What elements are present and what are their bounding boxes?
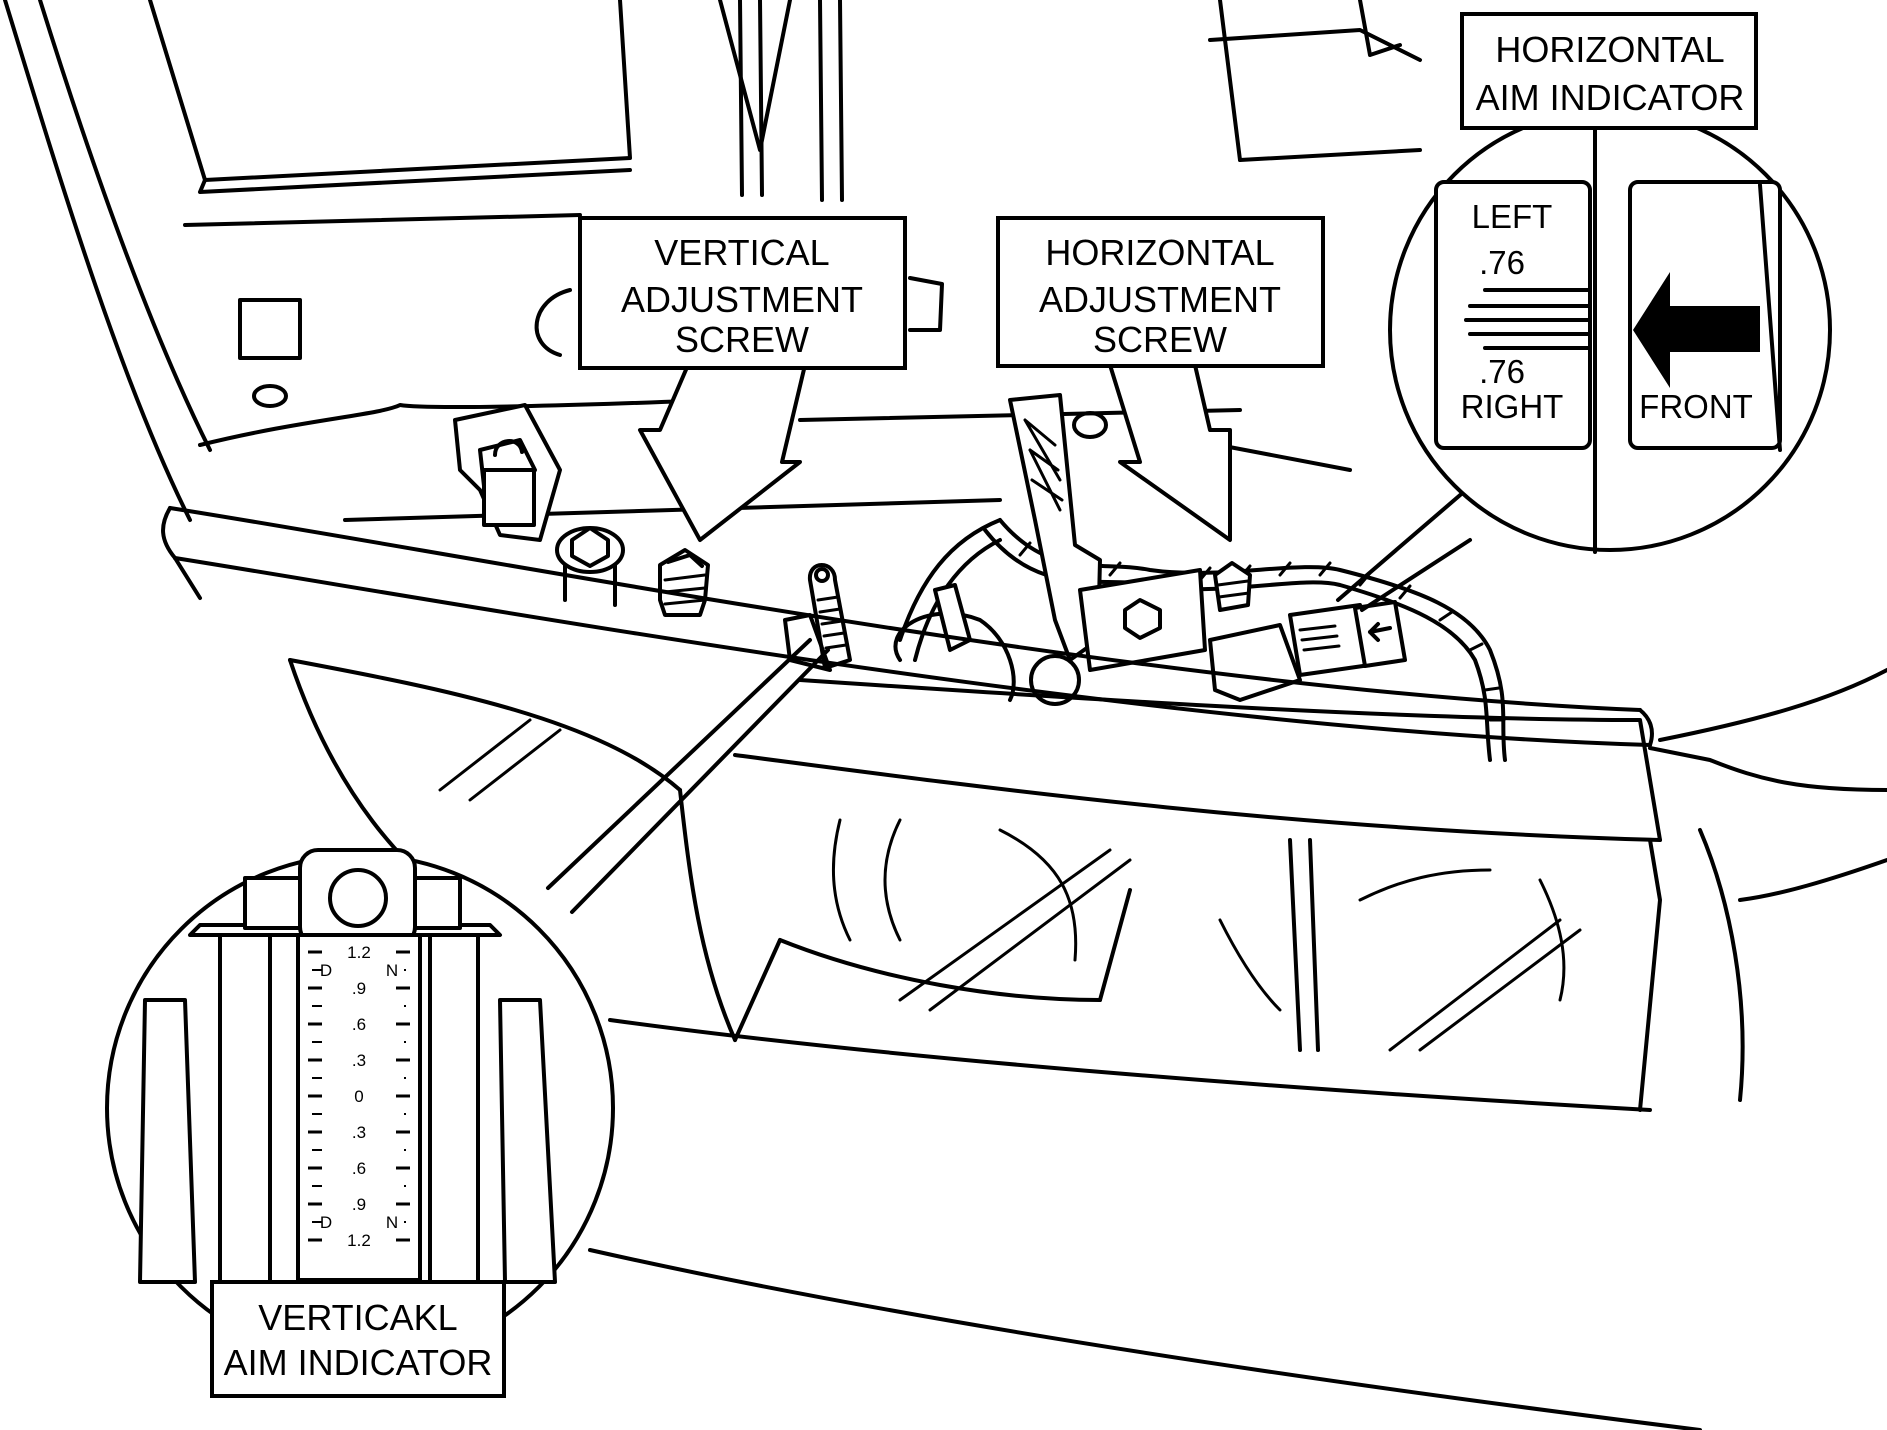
scale-label-bg: [339, 1050, 379, 1070]
horizontal-screw-label-line1: HORIZONTAL: [1045, 232, 1274, 273]
vertical-screw-label-line2: ADJUSTMENT: [621, 279, 863, 320]
horizontal-screw-callout: HORIZONTAL ADJUSTMENT SCREW: [996, 216, 1325, 542]
vertical-screw-callout: VERTICAL ADJUSTMENT SCREW: [578, 216, 907, 542]
horizontal-adjustment-screw: [1213, 561, 1252, 612]
scale-value-label: .3: [352, 1123, 366, 1142]
scale-label-bg: [339, 1194, 379, 1214]
vertical-aim-indicator-small: [783, 563, 852, 672]
scale-label-bg: [339, 1086, 379, 1106]
scale-value-label: .9: [352, 979, 366, 998]
headlamp-assembly: [161, 506, 1702, 1430]
scale-value-label: 1.2: [347, 1231, 371, 1250]
zoom-leader-lines: [546, 488, 1472, 914]
scale-n-letter: N: [386, 1213, 398, 1232]
scale-value-label: 0: [354, 1087, 363, 1106]
vertical-screw-label-line1: VERTICAL: [654, 232, 829, 273]
scale-n-letter: N: [386, 961, 398, 980]
scale-label-bg: [339, 1158, 379, 1178]
scale-label-bg: [339, 1014, 379, 1034]
scale-value-label: .9: [352, 1195, 366, 1214]
scale-value-label: .6: [352, 1015, 366, 1034]
scale-label-bg: [339, 1230, 379, 1250]
scale-value-label: .3: [352, 1051, 366, 1070]
scale-value-label: .6: [352, 1159, 366, 1178]
scale-d-letter: D: [320, 1213, 332, 1232]
horizontal-indicator-label-line2: AIM INDICATOR: [1476, 77, 1745, 118]
horizontal-aim-indicator-small: [1288, 600, 1407, 677]
horizontal-aim-zoom: LEFT .76 .76 RIGHT FRONT HORIZONTAL AIM …: [1388, 12, 1832, 554]
horizontal-bottom-value: .76: [1479, 353, 1525, 390]
scale-d-letter: D: [320, 961, 332, 980]
horizontal-indicator-label-line1: HORIZONTAL: [1495, 29, 1724, 70]
vertical-screw-label-line3: SCREW: [675, 319, 809, 360]
front-arrow-icon: [1633, 272, 1760, 388]
bolt: [555, 526, 625, 607]
right-fender: [1648, 668, 1887, 1102]
horizontal-screw-label-line3: SCREW: [1093, 319, 1227, 360]
scale-value-label: 1.2: [347, 943, 371, 962]
horizontal-adjuster-bracket: [1008, 393, 1302, 702]
horizontal-top-value: .76: [1479, 244, 1525, 281]
horizontal-right-label: RIGHT: [1461, 388, 1564, 425]
vertical-adjuster-bracket: [453, 403, 562, 542]
horizontal-left-label: LEFT: [1472, 198, 1553, 235]
vertical-indicator-label-line2: AIM INDICATOR: [224, 1342, 493, 1383]
horizontal-front-label: FRONT: [1639, 388, 1753, 425]
vertical-indicator-label-line1: VERTICAKL: [258, 1297, 457, 1338]
scale-label-bg: [339, 1122, 379, 1142]
scale-label-bg: [339, 978, 379, 998]
scale-label-bg: [339, 942, 379, 962]
horizontal-screw-label-line2: ADJUSTMENT: [1039, 279, 1281, 320]
vertical-adjustment-screw: [658, 548, 710, 617]
